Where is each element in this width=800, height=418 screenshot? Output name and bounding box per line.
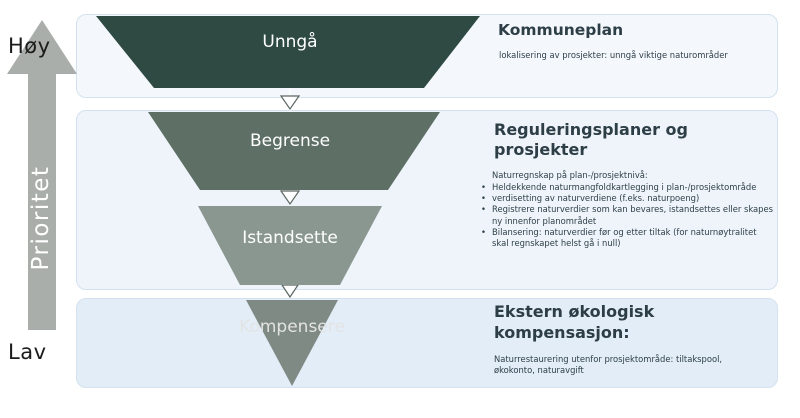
heading-reguleringsplaner: Reguleringsplaner og prosjekter (494, 120, 688, 160)
bullet-item: verdisetting av naturverdiene (f.eks. na… (480, 193, 774, 204)
heading-kompensasjon: Ekstern økologisk kompensasjon: (494, 302, 655, 342)
step-shape-avoid (96, 16, 480, 88)
description-naturregnskap-intro: Naturregnskap på plan-/prosjektnivå: (492, 170, 648, 180)
connector-chevron-3 (280, 284, 300, 299)
heading-kommuneplan: Kommuneplan (498, 21, 624, 39)
connector-chevron-1 (279, 95, 301, 111)
step-shape-minimize (148, 112, 440, 190)
connector-chevron-2 (279, 190, 301, 206)
priority-low-label: Lav (8, 340, 47, 364)
priority-arrow (7, 20, 77, 330)
priority-high-label: Høy (8, 34, 51, 58)
bullet-item: Registrere naturverdier som kan bevares,… (480, 204, 774, 226)
step-label-minimize: Begrense (249, 131, 331, 151)
step-label-offset: Kompensere (239, 317, 345, 337)
panel-kompensasjon (76, 298, 778, 388)
description-kommuneplan: lokalisering av prosjekter: unngå viktig… (499, 50, 728, 60)
bullet-item: Heldekkende naturmangfoldkartlegging i p… (480, 182, 774, 193)
priority-arrow-shape (7, 20, 77, 330)
step-shape-restore (198, 206, 382, 285)
description-kompensasjon: Naturrestaurering utenfor prosjektområde… (494, 354, 723, 376)
step-label-restore: Istandsette (242, 228, 338, 248)
bullet-item: Bilansering: naturverdier før og etter t… (480, 227, 774, 249)
step-label-avoid: Unngå (262, 32, 318, 52)
naturregnskap-bullet-list: Heldekkende naturmangfoldkartlegging i p… (480, 182, 774, 249)
step-shape-offset (246, 300, 338, 386)
